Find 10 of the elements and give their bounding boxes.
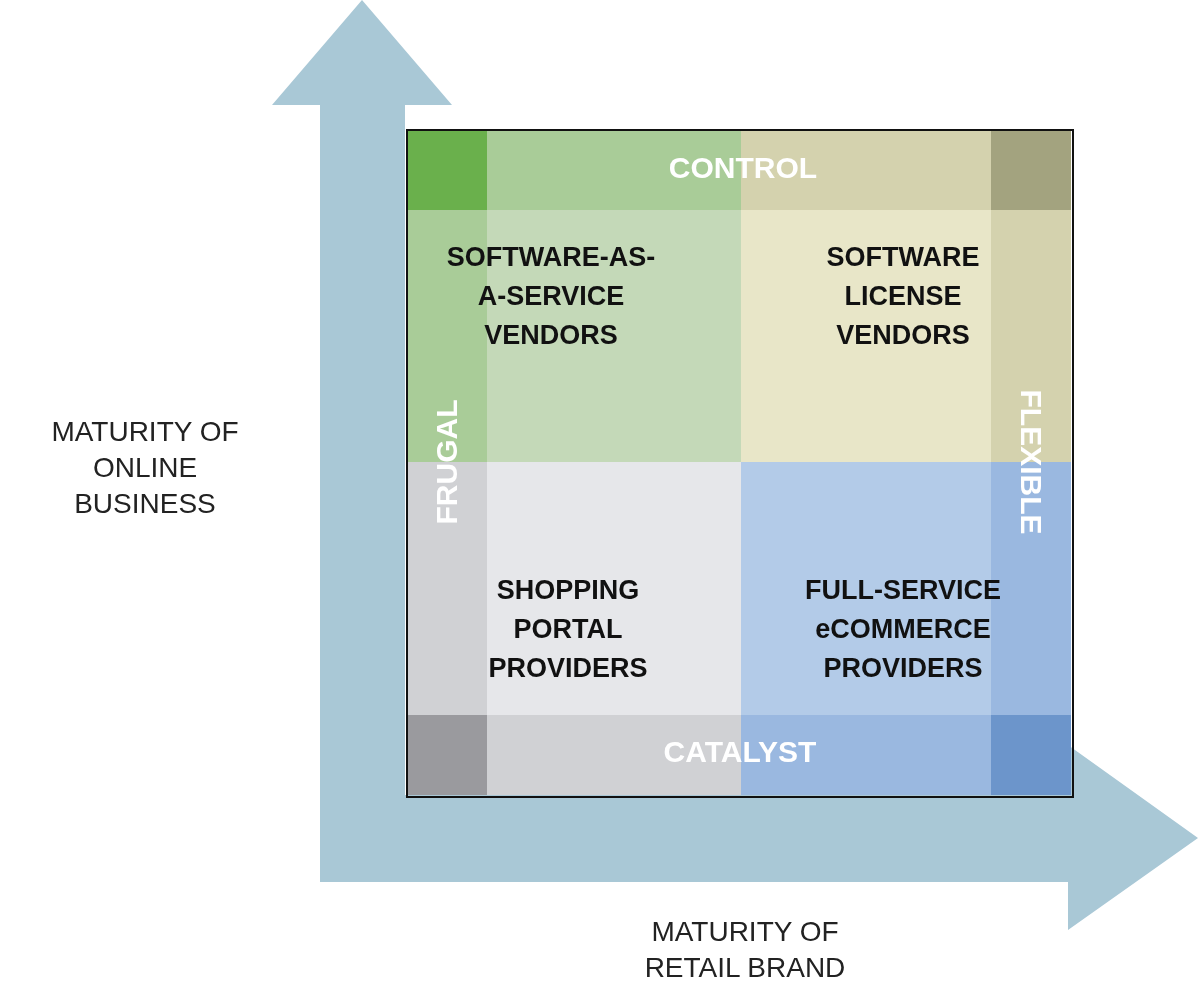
- quadrant-label: SHOPPING PORTAL PROVIDERS: [487, 574, 649, 685]
- quadrant-label: FULL-SERVICE eCOMMERCE PROVIDERS: [804, 574, 1002, 685]
- axis-label: MATURITY OF ONLINE BUSINESS: [50, 415, 240, 521]
- band-label: FLEXIBLE: [1014, 389, 1048, 535]
- band-label: CONTROL: [668, 151, 818, 185]
- axis-label: MATURITY OF RETAIL BRAND: [643, 915, 847, 985]
- quadrant-label: SOFTWARE-AS-A-SERVICE VENDORS: [445, 241, 657, 352]
- band-label: FRUGAL: [430, 399, 464, 525]
- quadrant-label: SOFTWARE LICENSE VENDORS: [825, 241, 981, 352]
- band-label: CATALYST: [663, 735, 817, 769]
